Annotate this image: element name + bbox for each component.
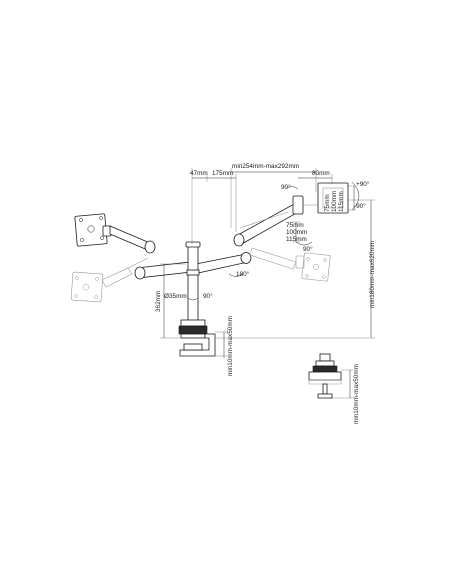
left-vesa-plate <box>74 213 112 247</box>
arm-reach-label: min254mm-max292mm <box>232 163 299 170</box>
vesa-115-label: 115mm <box>286 236 307 243</box>
grommet-mount-detail <box>308 353 354 399</box>
tilt-down-label: -90° <box>354 202 366 210</box>
pole-diameter-label: Ø35mm <box>164 293 187 300</box>
desk-clamp <box>178 319 216 357</box>
left-vesa-plate-ghost <box>70 257 149 303</box>
vesa-75-label: 75mm <box>286 222 304 229</box>
segment-175-label: 175mm <box>212 170 233 177</box>
dimension-lines <box>160 168 375 358</box>
vesa-100-label: 100mm <box>286 229 307 236</box>
swivel-center-label: 180° <box>236 270 250 278</box>
clamp-range-grommet-label: min10mm-max50mm <box>353 364 360 424</box>
vesa-115-side-label: 115mm <box>338 191 345 212</box>
tilt-up-label: +90° <box>356 180 370 188</box>
swivel-pole-label: 90° <box>203 292 213 300</box>
swivel-right-label: 90° <box>303 245 313 253</box>
offset-47-label: 47mm <box>190 170 208 177</box>
left-arm-upper <box>109 225 156 254</box>
side-view-plate <box>303 182 349 214</box>
right-arm-ghost <box>239 211 305 270</box>
right-vesa-plate-ghost <box>301 252 331 282</box>
left-arm-lower <box>134 261 192 280</box>
bracket-80-label: 80mm <box>312 170 330 177</box>
pole-height-label: 362mm <box>155 291 162 312</box>
vesa-100-side-label: 100mm <box>331 191 338 212</box>
height-range-label: min180mm-max620mm <box>369 241 376 308</box>
pole <box>185 241 201 323</box>
swivel-top-label: 90° <box>281 183 291 191</box>
right-arm-lower <box>195 252 252 274</box>
clamp-range-main-label: min10mm-max50mm <box>227 316 234 376</box>
vesa-75-side-label: 75mm <box>324 194 331 212</box>
